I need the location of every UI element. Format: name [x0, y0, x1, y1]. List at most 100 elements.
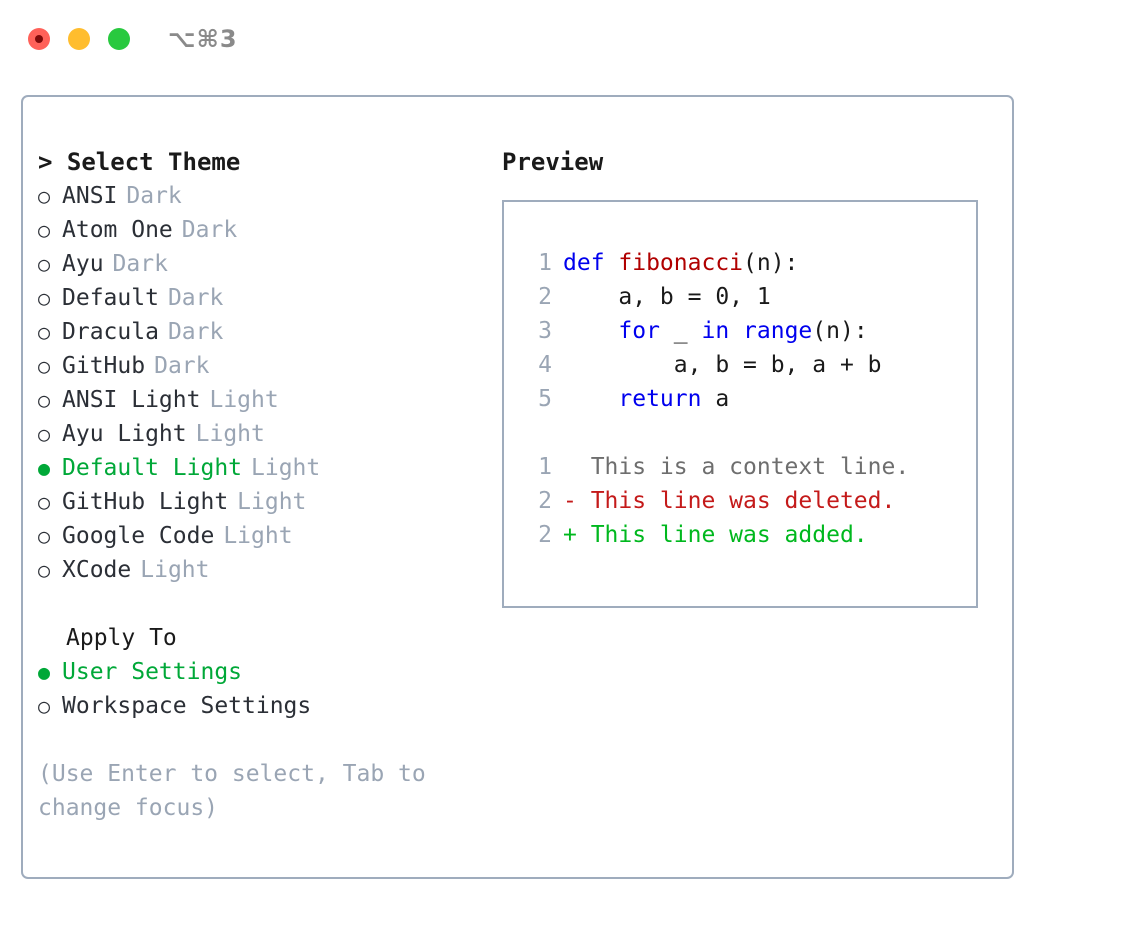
- apply-to-option-label: Workspace Settings: [62, 693, 312, 719]
- apply-to-option-label: User Settings: [62, 659, 243, 685]
- code-token: for: [618, 318, 660, 344]
- radio-selected-icon: ●: [38, 456, 51, 480]
- theme-option-label: Ayu: [62, 251, 104, 277]
- theme-option-dracula[interactable]: ○ Dracula Dark: [38, 315, 488, 349]
- diff-line-number: 2: [538, 488, 552, 514]
- code-line: 4 a, b = b, a + b: [504, 348, 976, 382]
- apply-to-heading: Apply To: [66, 625, 177, 651]
- diff-line-added: 2+ This line was added.: [504, 518, 976, 552]
- theme-option-kind: Dark: [112, 251, 168, 277]
- theme-option-kind: Light: [237, 489, 307, 515]
- code-line-text: a, b = b, a + b: [563, 348, 882, 382]
- theme-option-label: Default: [62, 285, 159, 311]
- minimize-button[interactable]: [68, 28, 90, 50]
- theme-option-kind: Light: [140, 557, 210, 583]
- radio-unselected-icon: ○: [38, 558, 51, 582]
- radio-unselected-icon: ○: [38, 286, 51, 310]
- theme-option-ayu-light[interactable]: ○ Ayu Light Light: [38, 417, 488, 451]
- theme-option-kind: Dark: [126, 183, 182, 209]
- radio-unselected-icon: ○: [38, 320, 51, 344]
- keyboard-hint: (Use Enter to select, Tab to change focu…: [38, 761, 440, 821]
- code-token: [729, 318, 743, 344]
- theme-option-label: Atom One: [62, 217, 173, 243]
- theme-option-label: GitHub Light: [62, 489, 229, 515]
- code-line-text: a, b = 0, 1: [563, 280, 771, 314]
- code-line: 3 for _ in range(n):: [504, 314, 976, 348]
- code-line-number: 1: [538, 250, 552, 276]
- theme-option-label: XCode: [62, 557, 132, 583]
- apply-to-list: ●User Settings ○ Workspace Settings: [38, 655, 488, 723]
- code-line-text: return a: [563, 382, 729, 416]
- window-shortcut-label: ⌥⌘3: [168, 25, 238, 53]
- code-line: 2 a, b = 0, 1: [504, 280, 976, 314]
- diff-line-context: 1 This is a context line.: [504, 450, 976, 484]
- code-token: a, b = b, a + b: [563, 352, 882, 378]
- theme-option-kind: Dark: [181, 217, 238, 243]
- theme-option-kind: Dark: [167, 319, 224, 345]
- maximize-button[interactable]: [108, 28, 130, 50]
- code-token: a, b = 0, 1: [563, 284, 771, 310]
- theme-option-kind: Light: [223, 523, 293, 549]
- diff-line-text: - This line was deleted.: [563, 488, 896, 514]
- theme-option-label: Dracula: [62, 319, 159, 345]
- theme-option-ayu[interactable]: ○ Ayu Dark: [38, 247, 488, 281]
- code-token: def: [563, 250, 619, 276]
- theme-option-label: Default Light: [62, 455, 243, 481]
- theme-option-kind: Light: [251, 455, 321, 481]
- theme-option-label: ANSI: [62, 183, 118, 209]
- theme-option-kind: Dark: [154, 353, 210, 379]
- list-spacer: [38, 587, 488, 621]
- hint-spacer: [38, 723, 488, 757]
- apply-to-option-user-settings[interactable]: ●User Settings: [38, 655, 488, 689]
- theme-option-xcode[interactable]: ○ XCode Light: [38, 553, 488, 587]
- theme-option-kind: Light: [209, 387, 279, 413]
- code-token: (n):: [743, 250, 799, 276]
- title-bar: ⌥⌘3: [0, 0, 1140, 78]
- radio-unselected-icon: ○: [38, 252, 51, 276]
- diff-line-text: + This line was added.: [563, 522, 868, 548]
- theme-option-label: GitHub: [62, 353, 146, 379]
- code-line-text: for _ in range(n):: [563, 314, 867, 348]
- code-line-number: 2: [538, 284, 552, 310]
- code-token: a: [701, 386, 730, 412]
- radio-unselected-icon: ○: [38, 388, 51, 412]
- select-theme-heading: > Select Theme: [38, 148, 241, 176]
- radio-unselected-icon: ○: [38, 490, 51, 514]
- theme-option-default-light[interactable]: ● Default Light Light: [38, 451, 488, 485]
- radio-unselected-icon: ○: [38, 694, 51, 718]
- theme-option-label: ANSI Light: [62, 387, 201, 413]
- code-token: range: [743, 318, 813, 344]
- preview-heading: Preview: [502, 148, 604, 176]
- code-line-number: 3: [538, 318, 552, 344]
- theme-option-label: Ayu Light: [62, 421, 187, 447]
- diff-spacer: [504, 416, 976, 450]
- radio-unselected-icon: ○: [38, 422, 51, 446]
- theme-option-github-light[interactable]: ○ GitHub Light Light: [38, 485, 488, 519]
- theme-option-label: Google Code: [62, 523, 215, 549]
- close-button[interactable]: [28, 28, 50, 50]
- theme-option-ansi-light[interactable]: ○ ANSI Light Light: [38, 383, 488, 417]
- code-line-text: def fibonacci(n):: [563, 246, 798, 280]
- code-line: 5 return a: [504, 382, 976, 416]
- apply-to-option-workspace-settings[interactable]: ○ Workspace Settings: [38, 689, 488, 723]
- code-token: fibonacci: [618, 250, 744, 276]
- code-line-number: 5: [538, 386, 552, 412]
- diff-preview: 1 This is a context line. 2 - This line wa…: [504, 450, 976, 552]
- code-token: _: [659, 318, 702, 344]
- code-token: return: [618, 386, 702, 412]
- close-icon: [35, 35, 43, 43]
- theme-option-kind: Light: [195, 421, 265, 447]
